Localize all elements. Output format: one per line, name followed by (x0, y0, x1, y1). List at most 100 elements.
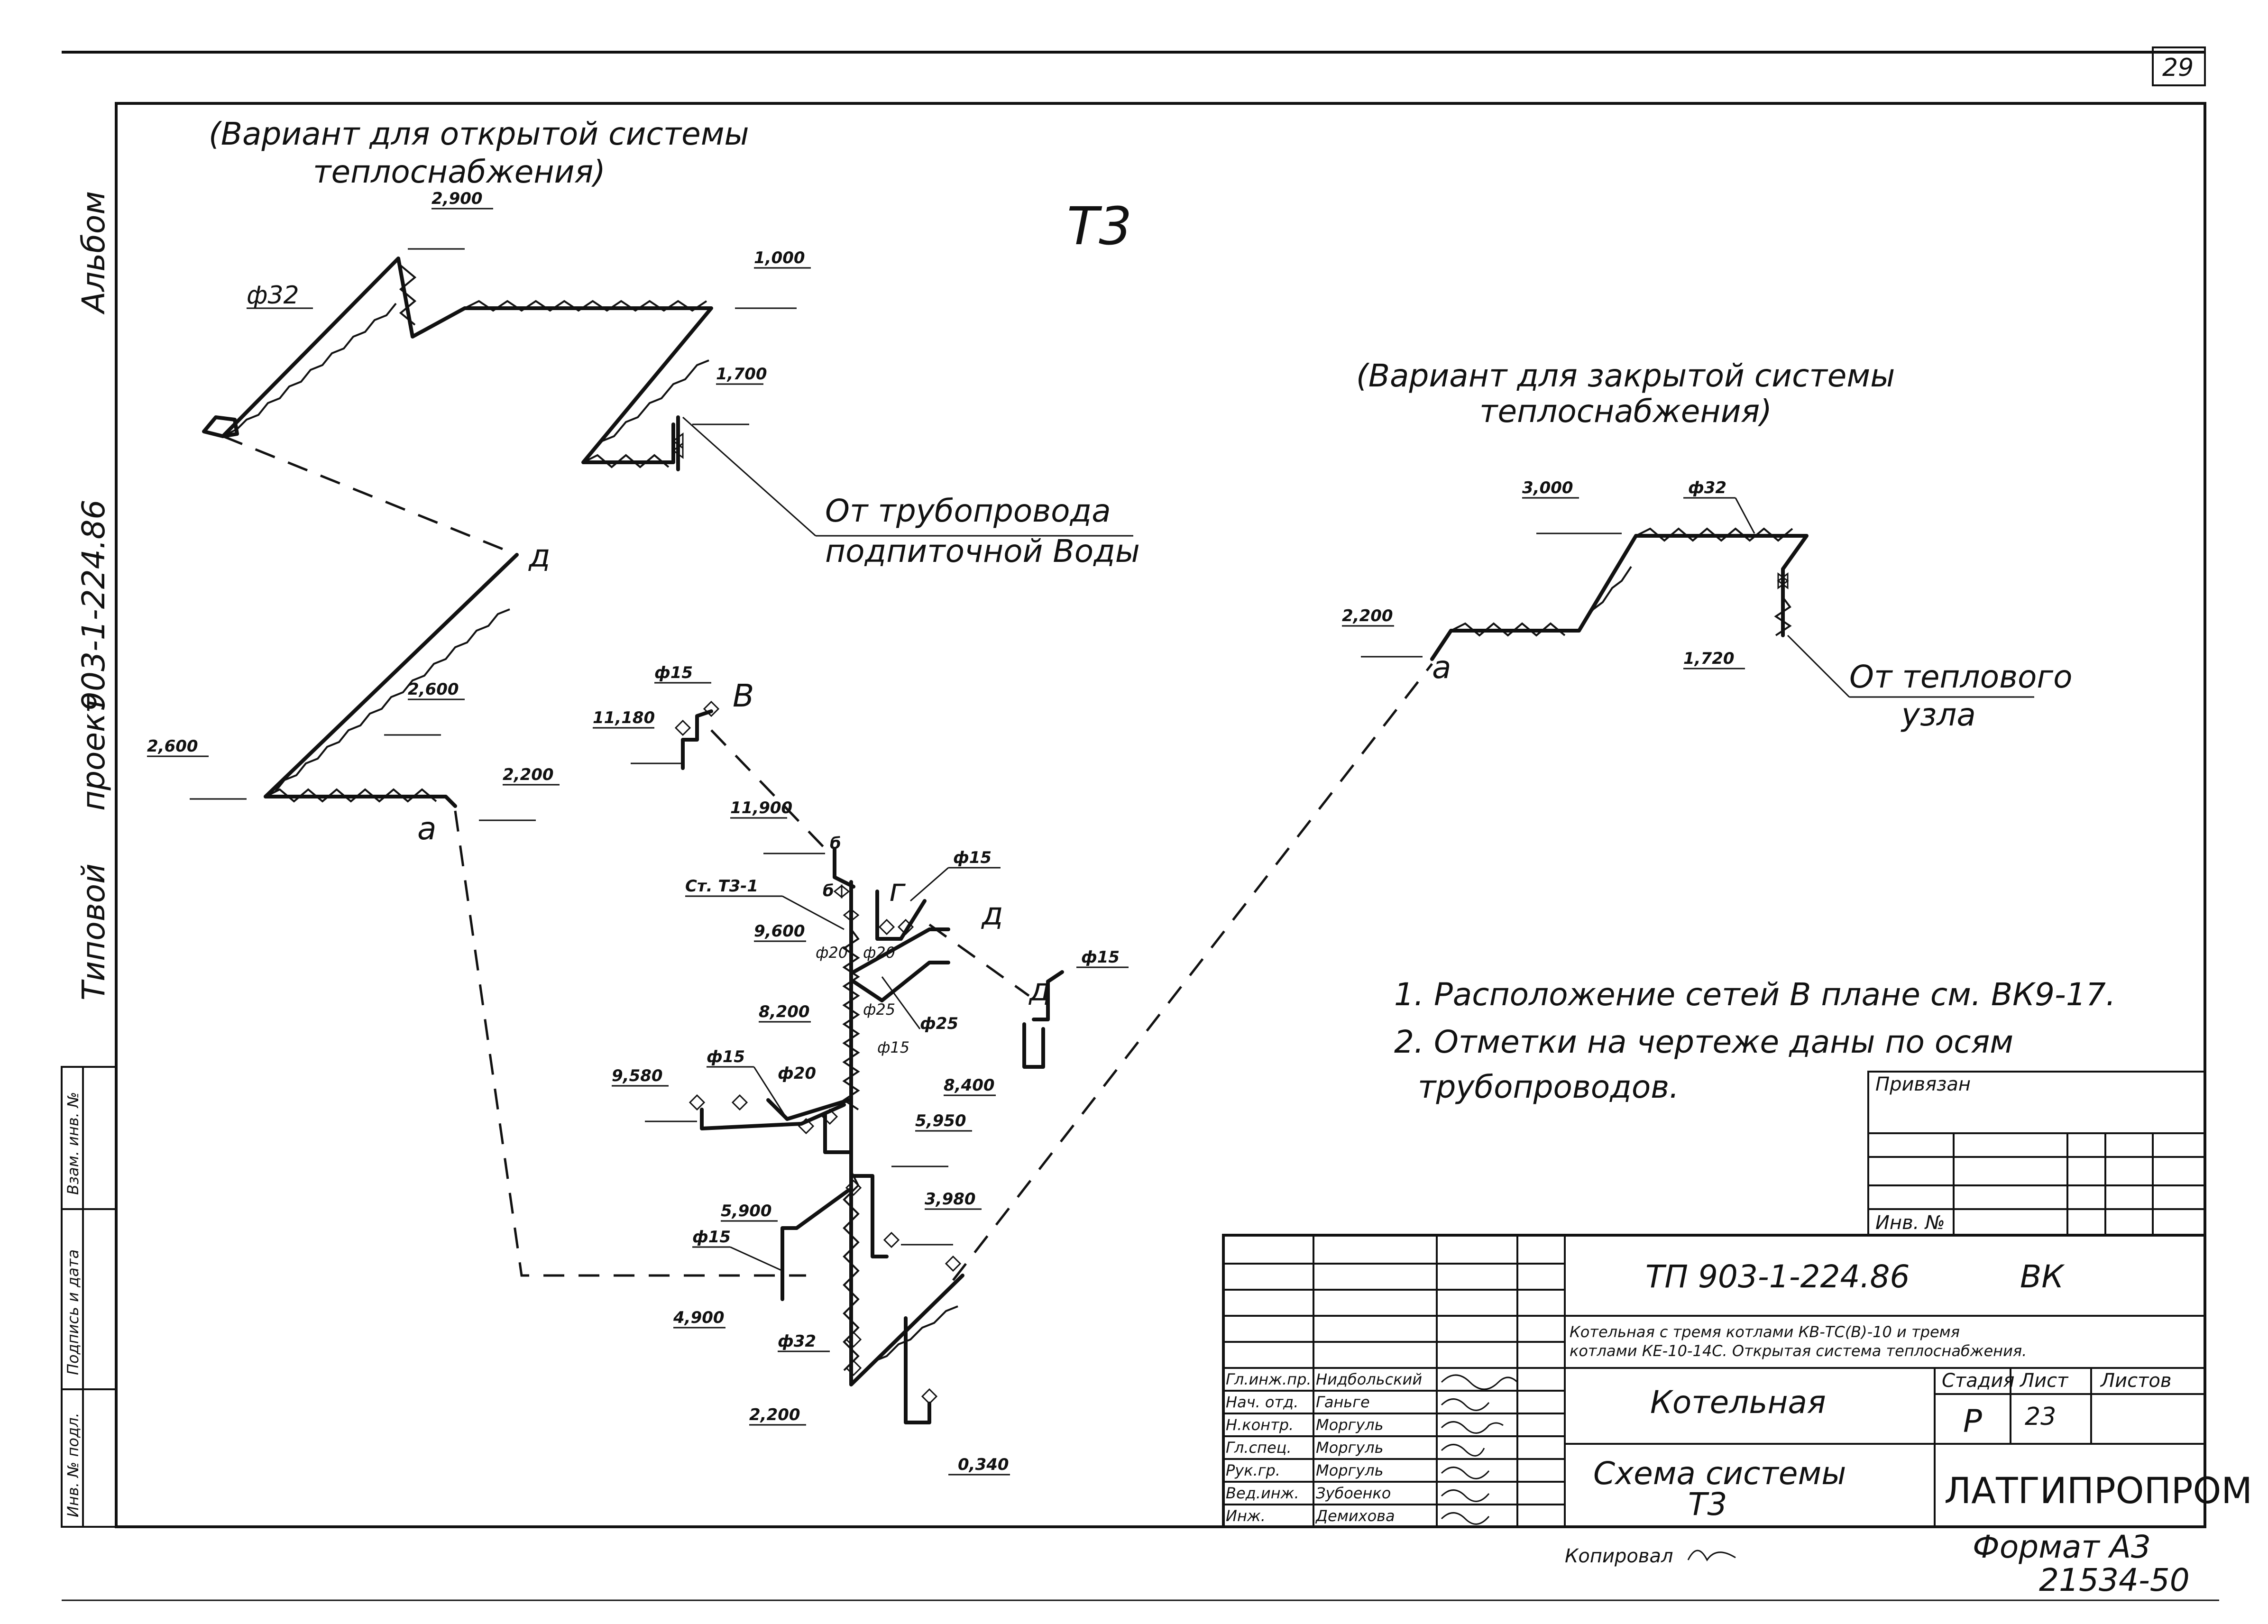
stamp-replace: Взам. инв. № (64, 1092, 82, 1195)
dia-branch-g: ф15 (953, 848, 992, 867)
dia-20b: ф20 (863, 944, 895, 962)
elev-8400-text: 8,400 (944, 1076, 995, 1095)
faucet-icon (845, 1359, 862, 1376)
left-stamp: Инв. № подл. Подпись и дата Взам. инв. № (61, 1066, 117, 1528)
side-typical: Типовой (75, 863, 112, 1000)
faucet-icon (845, 1331, 862, 1348)
point-a-left: а (417, 810, 436, 847)
dia-closed: ф32 (1688, 478, 1726, 497)
elev-5900-text: 5,900 (721, 1202, 772, 1220)
elev-3980-text: 3,980 (925, 1190, 976, 1209)
elev-9580-text: 9,580 (612, 1066, 663, 1085)
elev-2200c-text: 2,200 (1342, 606, 1393, 625)
faucet-icon (878, 918, 895, 936)
elev-1720: 1,720 (1683, 649, 1745, 670)
elev-3000: 3,000 (1522, 478, 1622, 534)
dash-link-5 (952, 663, 1433, 1281)
tb-name-1: Нидбольский (1316, 1370, 1422, 1388)
approval-inv: Инв. № (1875, 1212, 1945, 1234)
elev-8200: 8,200 (759, 1002, 811, 1023)
note-2-cont: трубопроводов. (1418, 1069, 1679, 1105)
elev-2900: 2,900 (408, 189, 493, 250)
tb-stage-label: Стадия (1942, 1370, 2014, 1392)
faucet-icon (703, 700, 720, 717)
dia-riser-bottom: ф32 (778, 1332, 816, 1351)
source-heat-line2: узла (1901, 697, 1976, 733)
elev-9580: 9,580 (612, 1066, 697, 1122)
side-album: Альбом (75, 191, 112, 315)
variant-closed-line2: теплоснабжения) (1479, 393, 1772, 430)
tb-desc-line2: котлами КЕ-10-14С. Открытая система тепл… (1570, 1342, 2027, 1360)
source-heat-line1: От теплового (1849, 659, 2072, 695)
variant-closed-line1: (Вариант для закрытой системы (1356, 358, 1895, 394)
elev-2200-b: 2,200 (749, 1405, 806, 1426)
point-d-upper: д (528, 538, 551, 574)
tb-roles: Гл.инж.пр. Нидбольский Нач. отд. Ганьге … (1226, 1370, 1422, 1525)
dash-link-4 (928, 923, 1030, 997)
elev-1720-text: 1,720 (1683, 649, 1735, 668)
faucet-icon (897, 918, 914, 936)
copied-signature (1687, 1550, 1736, 1561)
side-project-word: проект (75, 694, 112, 811)
valve-icon (843, 908, 860, 923)
point-d-right: д (1028, 972, 1051, 1008)
elev-1000-text: 1,000 (754, 248, 805, 267)
dia-branch-lower: ф15 (692, 1228, 731, 1247)
approval-linked: Привязан (1875, 1073, 1971, 1095)
dia-20c: ф20 (778, 1064, 816, 1083)
faucet-icon (883, 1231, 900, 1248)
tb-role-1: Гл.инж.пр. (1226, 1370, 1312, 1388)
tb-name-2: Ганьге (1316, 1393, 1370, 1411)
tb-sheet-title-1: Схема системы (1593, 1455, 1846, 1492)
tb-name-7: Демихова (1315, 1507, 1395, 1525)
dia-branch-left: ф15 (707, 1047, 745, 1066)
elev-11900: 11,900 (730, 798, 825, 854)
dash-link-3 (710, 729, 831, 854)
point-g: г (889, 872, 906, 908)
faucet-icon (689, 1094, 706, 1111)
variant-open-line1: (Вариант для открытой системы (209, 116, 749, 152)
elev-4900-text: 4,900 (673, 1308, 725, 1327)
elev-3980: 3,980 (901, 1190, 982, 1246)
elev-2200-c: 2,200 (1342, 606, 1423, 658)
stamp-sign: Подпись и дата (64, 1249, 82, 1375)
elev-9600-text: 9,600 (754, 922, 805, 941)
variant-open-line2: теплоснабжения) (313, 154, 606, 190)
elev-4900: 4,900 (673, 1308, 725, 1329)
tb-role-5: Рук.гр. (1226, 1461, 1280, 1479)
elev-2200a-text: 2,200 (503, 765, 554, 784)
tb-role-3: Н.контр. (1226, 1416, 1294, 1434)
open-system-pipe (202, 257, 713, 471)
dia-20a: ф20 (816, 944, 848, 962)
branch-v (674, 700, 720, 770)
elev-2600a-text: 2,600 (147, 737, 198, 756)
tb-role-2: Нач. отд. (1226, 1393, 1298, 1411)
elev-2200b-text: 2,200 (749, 1405, 800, 1424)
point-d-mid: д (981, 896, 1003, 932)
tb-role-7: Инж. (1226, 1507, 1266, 1525)
archive-number: 21534-50 (2039, 1562, 2190, 1598)
note-1: 1. Расположение сетей В плане см. ВК9-17… (1394, 976, 2116, 1013)
dash-link-1 (222, 435, 517, 556)
faucet-icon (731, 1094, 748, 1111)
closed-system-pipe (1430, 527, 1809, 661)
tb-doc-code: ТП 903-1-224.86 (1645, 1258, 1910, 1295)
tb-name-5: Моргуль (1316, 1461, 1384, 1479)
tb-sheet-label: Лист (2019, 1370, 2069, 1392)
tb-sheets-label: Листов (2100, 1370, 2171, 1392)
riser-cluster (689, 847, 1064, 1424)
tb-sheet-title-2: Т3 (1688, 1486, 1727, 1523)
elev-1700: 1,700 (692, 365, 767, 425)
elev-2200-a: 2,200 (479, 765, 560, 821)
elev-5950-text: 5,950 (915, 1111, 966, 1130)
point-b-top: б (830, 834, 841, 853)
source-makeup-line1: От трубопровода (825, 493, 1111, 529)
format-label: Формат А3 (1973, 1529, 2151, 1565)
faucet-icon (921, 1388, 938, 1405)
side-project-code: 903-1-224.86 (75, 499, 112, 711)
dia-25b: ф25 (920, 1014, 958, 1033)
elev-2600-mid: 2,600 (384, 680, 465, 736)
tb-name-4: Моргуль (1316, 1439, 1384, 1457)
elev-1700-text: 1,700 (716, 365, 767, 384)
elev-8400: 8,400 (944, 1076, 996, 1096)
